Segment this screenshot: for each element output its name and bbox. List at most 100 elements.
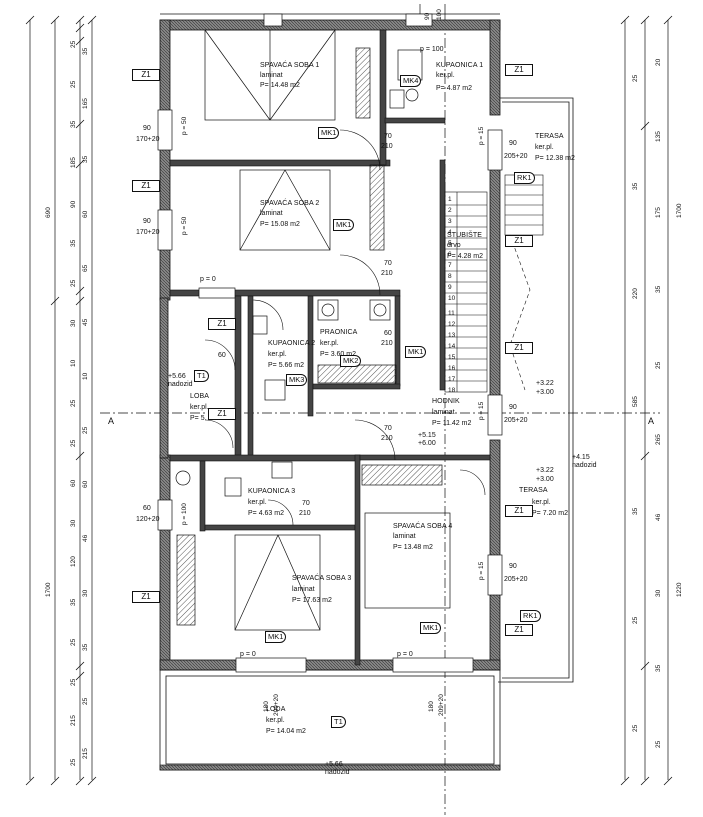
level-sub: +6.00 xyxy=(418,440,436,447)
room-name-terasa-1: TERASA xyxy=(535,133,564,140)
room-area-loba-1: P= 5. xyxy=(190,415,207,422)
window-height: 205+20 xyxy=(504,417,528,424)
room-area-spavaca-soba-4: P= 13.48 m2 xyxy=(393,544,433,551)
room-name-kupaonica-3: KUPAONICA 3 xyxy=(248,488,296,495)
room-floor-spavaca-soba-4: laminat xyxy=(393,533,416,540)
dimension-top: 90 xyxy=(424,12,431,20)
dimension-number: 30 xyxy=(655,589,662,597)
room-area-kupaonica-2: P= 5.66 m2 xyxy=(268,362,304,369)
dimension-number: 25 xyxy=(655,361,662,370)
room-floor-stubiste: drvo xyxy=(447,242,461,249)
dimension-number: 35 xyxy=(655,665,662,673)
dimension-number: 65 xyxy=(82,264,89,272)
window-width: 90 xyxy=(143,125,151,132)
dimension-number: 175 xyxy=(655,206,662,218)
sill-height: p = 0 xyxy=(397,651,413,658)
room-floor-loba-1: ker.pl. xyxy=(190,404,209,411)
window-sill: p = 15 xyxy=(478,401,485,420)
window-height: 205+20 xyxy=(504,153,528,160)
stair-step-number: 11 xyxy=(448,310,455,317)
dimension-number: 25 xyxy=(70,679,77,687)
tag-z1: Z1 xyxy=(505,235,533,247)
dimension-number: 35 xyxy=(82,156,89,164)
tag-z1: Z1 xyxy=(505,64,533,76)
room-name-kupaonica-2: KUPAONICA 2 xyxy=(268,340,316,347)
window-width: 90 xyxy=(143,218,151,225)
tag-z1: Z1 xyxy=(132,180,160,192)
door-width: 60 xyxy=(384,330,392,337)
beds xyxy=(204,29,451,631)
door-height: 210 xyxy=(381,270,393,277)
room-name-spavaca-soba-3: SPAVAĆA SOBA 3 xyxy=(292,575,352,582)
left-dimension-lines xyxy=(29,20,93,780)
dimension-number: 10 xyxy=(82,372,89,380)
door-height: 210 xyxy=(381,435,393,442)
dimension-number: 1700 xyxy=(676,203,683,218)
room-floor-kupaonica-2: ker.pl. xyxy=(268,351,287,358)
room-area-spavaca-soba-3: P= 17.63 m2 xyxy=(292,597,332,604)
stair-step-number: 14 xyxy=(448,343,456,350)
dimension-number: 25 xyxy=(70,758,77,767)
level-note: nadozid xyxy=(572,462,597,469)
door-width-loda: 180 xyxy=(428,701,435,712)
dimension-number: 120 xyxy=(70,555,77,567)
level-marker: +5.66 xyxy=(325,761,343,768)
stair-step-number: 6 xyxy=(448,251,452,258)
dimension-number: 220 xyxy=(632,287,639,299)
room-floor-spavaca-soba-2: laminat xyxy=(260,210,283,217)
dimension-number: 35 xyxy=(70,120,77,128)
wardrobes xyxy=(176,47,443,626)
level-marker: +3.22 xyxy=(536,467,554,474)
window-height: 170+20 xyxy=(136,136,160,143)
window-height: 120+20 xyxy=(136,516,160,523)
dimension-number: 585 xyxy=(632,396,639,407)
stair-step-number: 5 xyxy=(448,240,452,247)
dimension-number: 60 xyxy=(82,210,89,218)
dimension-number: 25 xyxy=(70,639,77,647)
dimension-number: 25 xyxy=(632,74,639,83)
stair-step-number: 17 xyxy=(448,376,456,383)
dimension-number: 35 xyxy=(70,240,77,248)
tag-mk1: MK1 xyxy=(405,346,427,358)
dimension-number: 35 xyxy=(655,286,662,294)
dimension-number: 25 xyxy=(632,616,639,624)
stair-step-number: 8 xyxy=(448,273,452,280)
right-dimension-lines xyxy=(624,20,669,780)
dimension-number: 10 xyxy=(70,359,77,368)
dimension-number: 30 xyxy=(70,519,77,527)
room-name-spavaca-soba-1: SPAVAĆA SOBA 1 xyxy=(260,62,320,69)
dimension-number: 1700 xyxy=(45,582,52,597)
section-label-left: A xyxy=(108,416,115,426)
dimension-number: 215 xyxy=(82,748,89,759)
door-height: 210 xyxy=(381,143,393,150)
window-sill: p = 15 xyxy=(478,561,485,580)
room-floor-praonica: ker.pl. xyxy=(320,340,339,347)
room-name-loda: LODA xyxy=(266,706,286,713)
dimension-number: 46 xyxy=(655,513,662,521)
tag-z1: Z1 xyxy=(505,505,533,517)
room-floor-kupaonica-1: ker.pl. xyxy=(436,72,455,79)
window-width: 90 xyxy=(509,404,517,411)
dimension-number: 135 xyxy=(655,130,662,142)
dimension-number: 35 xyxy=(632,508,639,516)
dimension-number: 35 xyxy=(632,183,639,191)
door-height: 210 xyxy=(381,340,393,347)
level-marker: +4.15 xyxy=(572,454,590,461)
tag-z1: Z1 xyxy=(208,408,236,420)
level-sub: +3.00 xyxy=(536,476,554,483)
dimension-number: 215 xyxy=(70,715,77,727)
stairs xyxy=(444,174,544,393)
dimension-number: 185 xyxy=(70,156,77,168)
door-width: 70 xyxy=(384,133,392,140)
level-sub: +3.00 xyxy=(536,389,554,396)
sill-height: p = 0 xyxy=(200,276,216,283)
tag-mk2: MK2 xyxy=(340,355,362,367)
door-width: 70 xyxy=(384,425,392,432)
stair-step-number: 2 xyxy=(448,207,452,214)
dimension-number: 30 xyxy=(82,589,89,597)
tag-rk1: RK1 xyxy=(514,172,535,184)
window-height: 170+20 xyxy=(136,229,160,236)
right-dimension-ticks xyxy=(620,15,673,786)
room-floor-terasa-2: ker.pl. xyxy=(532,499,551,506)
room-area-loda: P= 14.04 m2 xyxy=(266,728,306,735)
